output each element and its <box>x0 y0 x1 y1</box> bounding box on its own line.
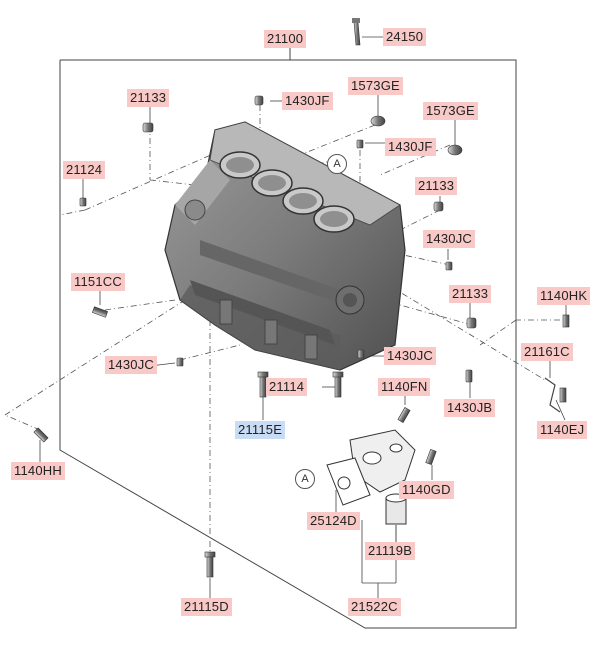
label-1430JC-c[interactable]: 1430JC <box>105 356 158 374</box>
label-21161C[interactable]: 21161C <box>521 343 573 361</box>
label-21100[interactable]: 21100 <box>264 30 307 48</box>
label-1140HH[interactable]: 1140HH <box>11 462 65 480</box>
label-1430JF-a[interactable]: 1430JF <box>282 92 333 110</box>
label-1430JC-a[interactable]: 1430JC <box>423 230 476 248</box>
label-1140FN[interactable]: 1140FN <box>378 378 431 396</box>
oil-level-gauge-part <box>352 18 361 46</box>
callout-a-top: A <box>327 154 347 174</box>
label-21124[interactable]: 21124 <box>63 161 106 179</box>
cylinder-block <box>164 121 406 371</box>
label-21114[interactable]: 21114 <box>266 378 308 396</box>
label-1140GD[interactable]: 1140GD <box>399 481 454 499</box>
label-1573GE-b[interactable]: 1573GE <box>423 102 478 120</box>
harness-bracket <box>544 377 561 413</box>
label-1151CC[interactable]: 1151CC <box>71 273 125 291</box>
label-1573GE-a[interactable]: 1573GE <box>348 77 403 95</box>
label-21119B[interactable]: 21119B <box>365 542 416 560</box>
label-21133-b[interactable]: 21133 <box>415 177 458 195</box>
label-25124D[interactable]: 25124D <box>307 512 360 530</box>
label-24150[interactable]: 24150 <box>383 28 427 46</box>
label-21115D[interactable]: 21115D <box>181 598 232 616</box>
label-1430JF-b[interactable]: 1430JF <box>385 138 436 156</box>
callout-a-bottom: A <box>295 469 315 489</box>
label-21522C[interactable]: 21522C <box>348 598 401 616</box>
label-21133-a[interactable]: 21133 <box>127 89 170 107</box>
gasket <box>326 457 371 506</box>
label-1140EJ[interactable]: 1140EJ <box>537 421 588 439</box>
label-21115E[interactable]: 21115E <box>235 421 286 439</box>
label-21133-c[interactable]: 21133 <box>449 285 492 303</box>
label-1430JB[interactable]: 1430JB <box>444 399 496 417</box>
label-1140HK[interactable]: 1140HK <box>537 287 591 305</box>
plugs <box>79 95 477 383</box>
assembly-boundary <box>59 48 517 629</box>
label-1430JC-b[interactable]: 1430JC <box>384 347 437 365</box>
bolts <box>33 306 570 578</box>
